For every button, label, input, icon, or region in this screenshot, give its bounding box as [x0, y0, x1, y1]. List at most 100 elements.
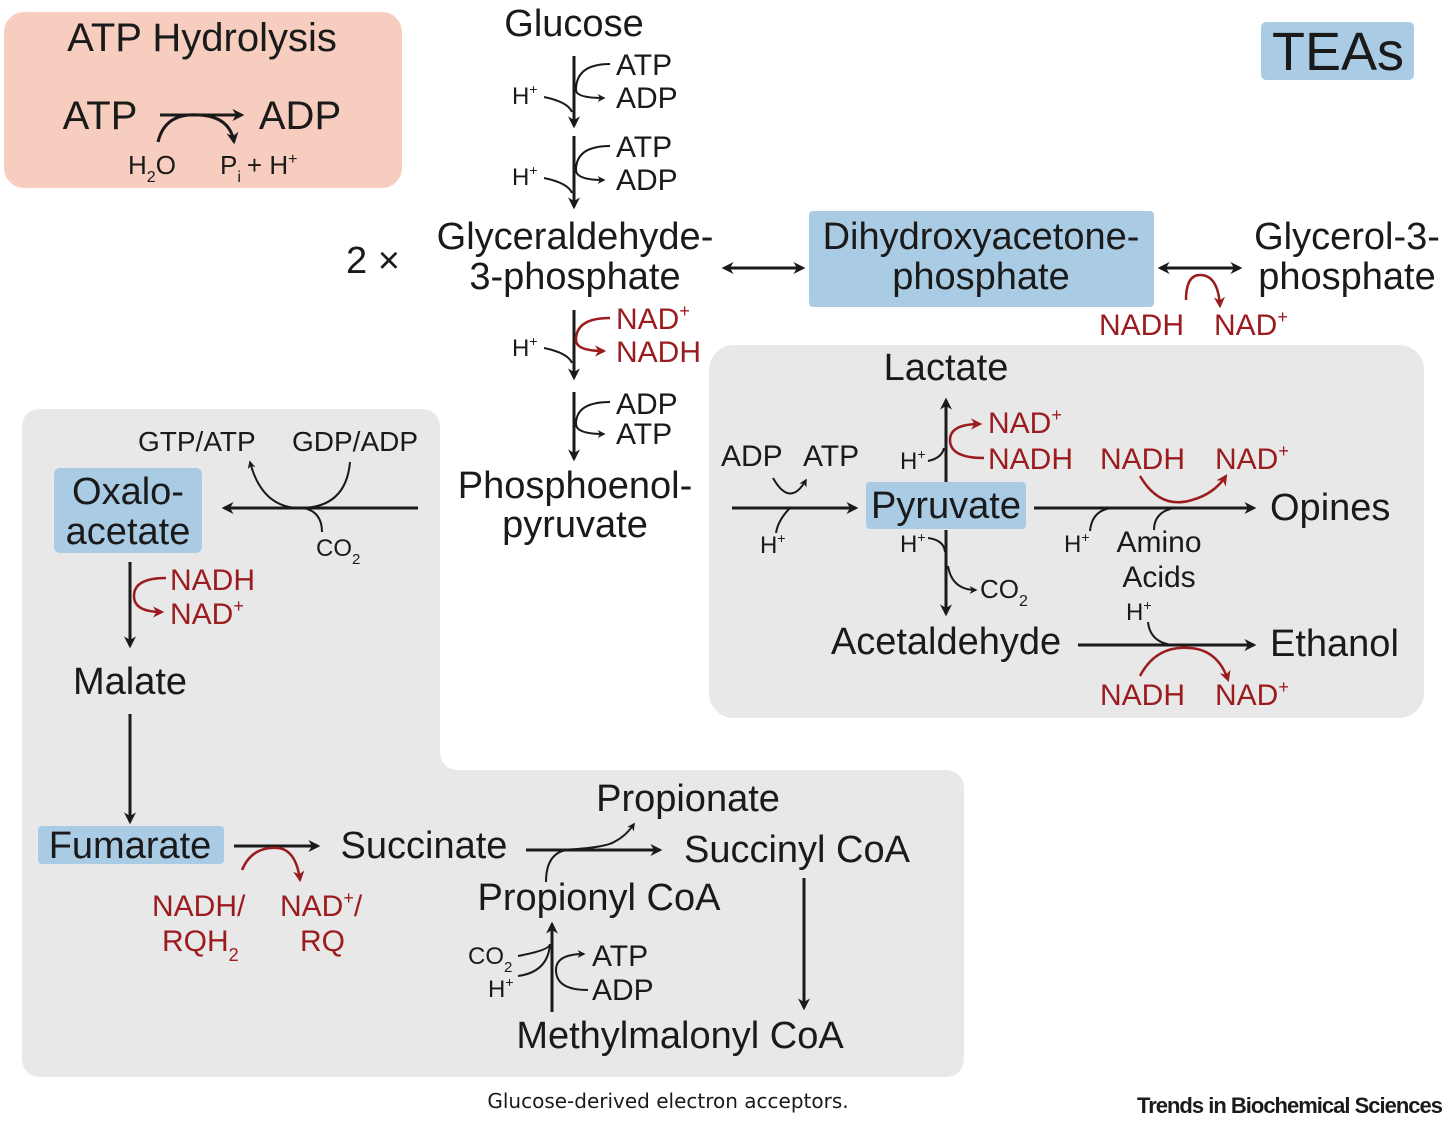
pk-atp: ATP — [803, 440, 859, 473]
succinate-label: Succinate — [341, 825, 508, 867]
ethanol-proton-curve — [1147, 621, 1173, 646]
lactate-nad-curve — [948, 418, 985, 460]
mm-atp-label: ATP — [592, 940, 648, 973]
decarboxylation-proton-curve — [927, 537, 946, 553]
atp-label: ATP — [63, 94, 138, 138]
glycerol-line1: Glycerol-3- — [1254, 216, 1440, 258]
step1-proton-curve — [543, 96, 573, 113]
teas-label: TEAs — [1272, 22, 1404, 82]
step3-nad-curve — [574, 316, 611, 357]
step3-nadh: NADH — [616, 336, 701, 369]
gtp-atp-label: GTP/ATP — [138, 426, 256, 457]
g3p-line2: 3-phosphate — [469, 256, 680, 298]
opines-nad: NAD+ — [1215, 441, 1289, 476]
glycerol-line2: phosphate — [1258, 256, 1436, 298]
pyruvate-label: Pyruvate — [871, 485, 1021, 527]
ethanol-proton: H+ — [1126, 597, 1152, 626]
step3-nad: NAD+ — [616, 301, 690, 336]
pyruvate-highlight — [866, 482, 1026, 529]
glycerol-nadh: NADH — [1099, 309, 1184, 342]
fumarate-rqh2: RQH2 — [162, 925, 239, 965]
right-panel — [709, 345, 1424, 718]
fumarate-reduction-curve — [240, 846, 305, 883]
malate-label: Malate — [73, 661, 187, 703]
pk-atp-curve — [772, 477, 807, 495]
lactate-nad: NAD+ — [988, 405, 1062, 440]
step1-side-curve — [574, 63, 611, 102]
propionate-label: Propionate — [596, 778, 780, 820]
amino-acids-line2: Acids — [1122, 561, 1195, 594]
step4-side-curve — [574, 401, 611, 438]
dhap-line2: phosphate — [892, 256, 1070, 298]
malate-nadh-curve — [132, 576, 167, 618]
ethanol-nad: NAD+ — [1215, 677, 1289, 712]
opines-proton: H+ — [1064, 529, 1090, 558]
teas-badge — [1261, 22, 1414, 80]
co2-release-curve — [947, 565, 978, 594]
mm-co2-label: CO2 — [468, 943, 512, 976]
step3-proton-curve — [543, 347, 573, 364]
malate-nad: NAD+ — [170, 596, 244, 631]
fumarate-highlight — [38, 826, 224, 864]
pk-adp: ADP — [721, 440, 783, 473]
malate-nadh: NADH — [170, 564, 255, 597]
fumarate-nadh: NADH/ — [152, 890, 246, 923]
oxaloacetate-line2: acetate — [66, 511, 191, 553]
step2-atp: ATP — [616, 131, 672, 164]
multiplier-label: 2 × — [346, 240, 400, 282]
g3p-line1: Glyceraldehyde- — [437, 216, 714, 258]
atp-hydrolysis-title: ATP Hydrolysis — [67, 16, 337, 60]
ethanol-nadh: NADH — [1100, 679, 1185, 712]
co2-label: CO2 — [980, 574, 1028, 610]
succinyl-coa-label: Succinyl CoA — [684, 829, 911, 871]
hydrolysis-curve — [156, 113, 239, 145]
acetaldehyde-label: Acetaldehyde — [831, 621, 1061, 663]
glucose-label: Glucose — [504, 3, 643, 45]
adp-label: ADP — [259, 94, 341, 138]
mm-atp-curve — [554, 950, 589, 991]
mm-adp-label: ADP — [592, 974, 654, 1007]
lactate-proton-curve — [927, 447, 945, 462]
step2-side-curve — [574, 145, 611, 184]
ethanol-nadh-curve — [1138, 646, 1231, 683]
amino-acids-line1: Amino — [1116, 526, 1201, 559]
decarboxylation-proton: H+ — [900, 529, 926, 558]
ethanol-label: Ethanol — [1270, 623, 1399, 665]
pk-proton: H+ — [760, 530, 786, 559]
amino-acids-curve — [1153, 507, 1175, 531]
methylmalonyl-coa-label: Methylmalonyl CoA — [516, 1015, 844, 1057]
propionate-release-curve — [559, 822, 635, 851]
glycerol-nad: NAD+ — [1214, 307, 1288, 342]
pepck-co2-label: CO2 — [316, 535, 360, 568]
pep-line2: pyruvate — [502, 504, 648, 546]
water-label: H2O — [128, 150, 176, 186]
figure-caption: Glucose-derived electron acceptors. — [487, 1089, 848, 1113]
propionyl-coa-label: Propionyl CoA — [478, 877, 722, 919]
step4-atp: ATP — [616, 418, 672, 451]
propionyl-coa-curve — [545, 849, 567, 883]
step1-proton: H+ — [512, 81, 538, 110]
pepck-gtp-curve — [247, 460, 351, 510]
step1-adp: ADP — [616, 82, 678, 115]
fumarate-label: Fumarate — [49, 825, 212, 867]
step2-adp: ADP — [616, 164, 678, 197]
fumarate-nad: NAD+/ — [280, 888, 363, 923]
mm-co2-curve — [517, 943, 551, 977]
step1-atp: ATP — [616, 49, 672, 82]
opines-label: Opines — [1270, 487, 1390, 529]
opines-nadh-curve — [1138, 474, 1228, 504]
mm-proton-label: H+ — [488, 974, 514, 1003]
opines-nadh: NADH — [1100, 443, 1185, 476]
lactate-label: Lactate — [884, 347, 1009, 389]
pk-proton-curve — [775, 507, 791, 534]
step2-proton: H+ — [512, 162, 538, 191]
opines-proton-curve — [1089, 507, 1113, 532]
oxaloacetate-line1: Oxalo- — [72, 471, 184, 513]
dhap-line1: Dihydroxyacetone- — [823, 216, 1140, 258]
step2-proton-curve — [543, 177, 573, 194]
journal-credit: Trends in Biochemical Sciences — [1137, 1093, 1443, 1118]
left-panel — [22, 409, 964, 1077]
pep-line1: Phosphoenol- — [458, 465, 693, 507]
step4-adp: ADP — [616, 388, 678, 421]
